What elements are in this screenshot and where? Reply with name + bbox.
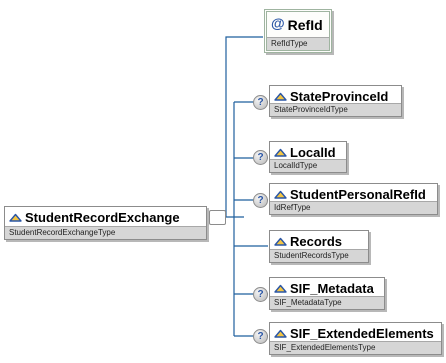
child-element-localid[interactable]: LocalId LocalIdType: [269, 141, 347, 173]
optional-icon: ?: [253, 329, 268, 344]
child-element-sif-extendedelements[interactable]: SIF_ExtendedElements SIF_ExtendedElement…: [269, 322, 442, 355]
child-element-type: SIF_ExtendedElementsType: [270, 341, 441, 354]
sequence-connector[interactable]: [209, 210, 226, 225]
element-icon: [274, 284, 287, 293]
optional-icon: ?: [253, 95, 268, 110]
element-icon: [9, 213, 22, 222]
child-element-records[interactable]: Records StudentRecordsType: [269, 230, 369, 263]
child-element-name: SIF_Metadata: [290, 280, 374, 296]
child-element-type: LocalIdType: [270, 159, 346, 172]
attribute-node-refid[interactable]: @ RefId RefIdType: [264, 9, 332, 53]
root-element-type: StudentRecordExchangeType: [5, 226, 206, 239]
child-element-studentpersonalrefid[interactable]: StudentPersonalRefId IdRefType: [269, 183, 438, 215]
child-element-type: StudentRecordsType: [270, 249, 368, 262]
attribute-link-line: [225, 36, 263, 217]
child-element-type: StateProvinceIdType: [270, 103, 401, 116]
element-icon: [274, 329, 287, 338]
child-element-stateprovinceid[interactable]: StateProvinceId StateProvinceIdType: [269, 85, 402, 117]
optional-icon: ?: [253, 150, 268, 165]
child-element-name: StateProvinceId: [290, 88, 389, 104]
child-element-name: Records: [290, 233, 343, 249]
child-element-type: IdRefType: [270, 201, 437, 214]
optional-icon: ?: [253, 193, 268, 208]
root-element-name: StudentRecordExchange: [25, 209, 180, 225]
child-element-name: StudentPersonalRefId: [290, 186, 426, 202]
element-icon: [274, 148, 287, 157]
child-element-name: LocalId: [290, 144, 336, 160]
element-icon: [274, 92, 287, 101]
element-icon: [274, 237, 287, 246]
attribute-name: RefId: [287, 17, 323, 33]
root-element-node[interactable]: StudentRecordExchange StudentRecordExcha…: [4, 206, 207, 240]
child-element-type: SIF_MetadataType: [270, 296, 384, 309]
element-icon: [274, 190, 287, 199]
child-element-name: SIF_ExtendedElements: [290, 325, 434, 341]
attribute-type: RefIdType: [267, 37, 329, 50]
child-element-sif-metadata[interactable]: SIF_Metadata SIF_MetadataType: [269, 277, 385, 310]
optional-icon: ?: [253, 287, 268, 302]
attribute-icon: @: [271, 15, 285, 31]
